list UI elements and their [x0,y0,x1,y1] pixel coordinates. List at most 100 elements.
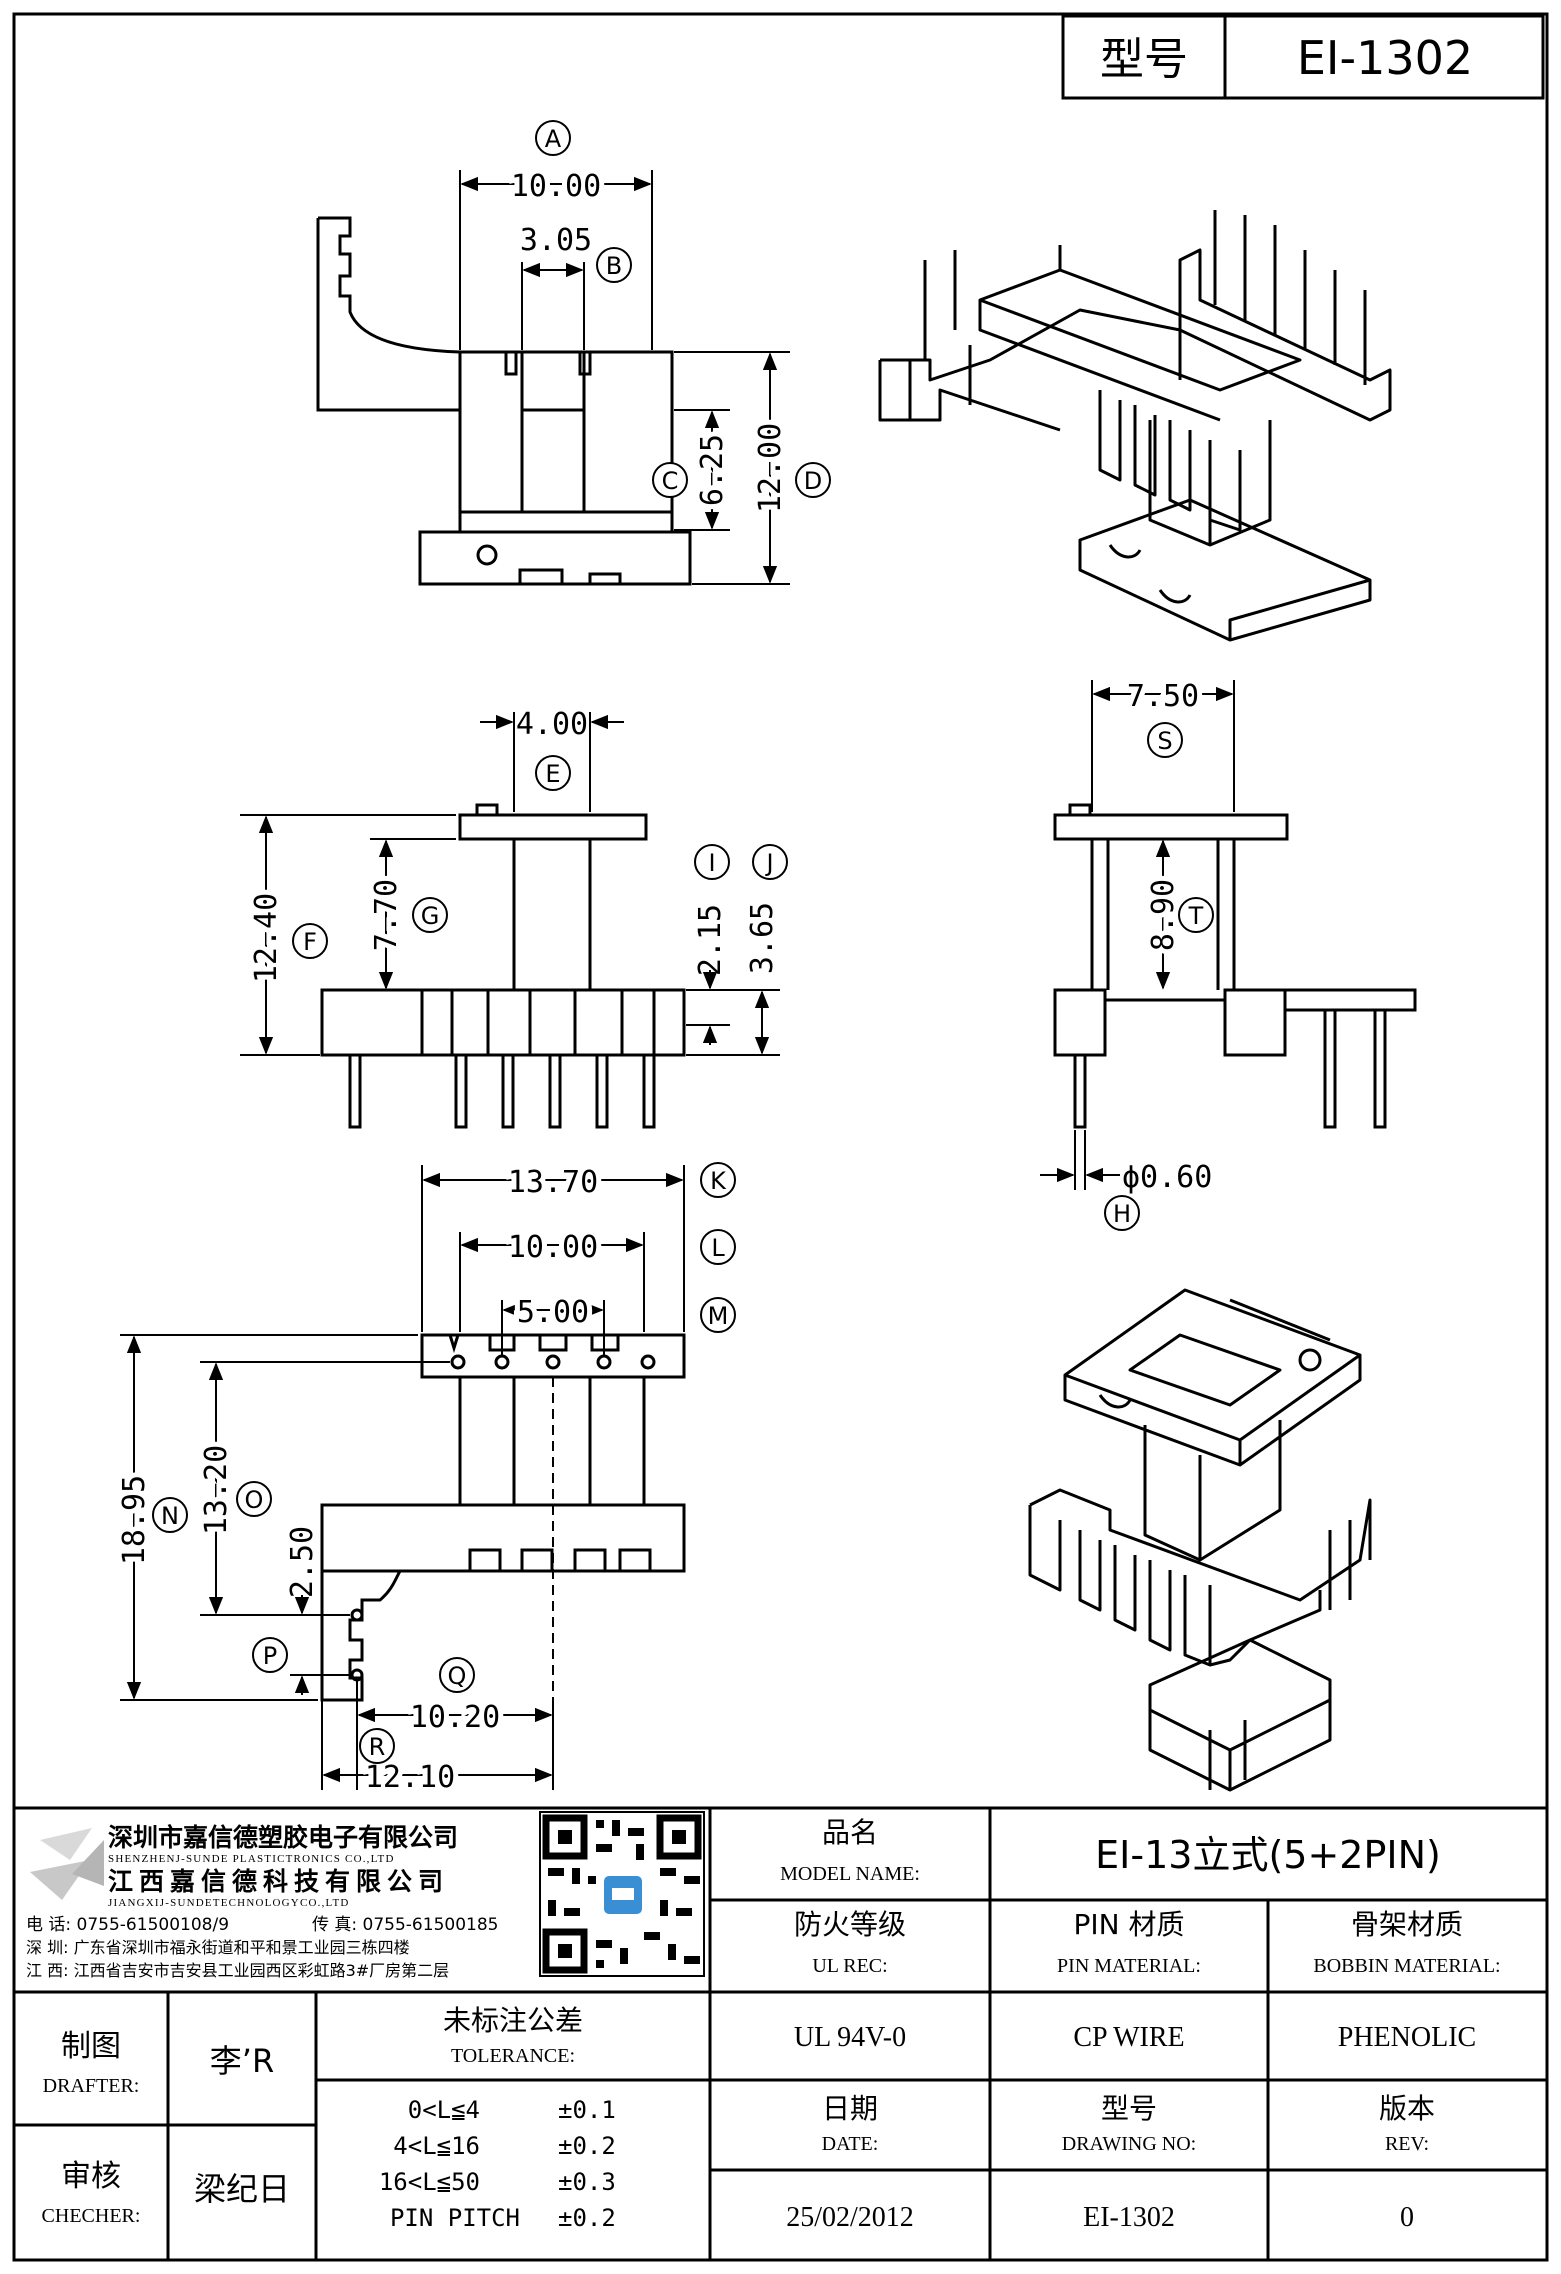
company-info: 深圳市嘉信德塑胶电子有限公司 SHENZHENJ-SUNDE PLASTICTR… [26,1811,705,1980]
company-name-jx-en: JIANGXIJ-SUNDETECHNOLOGYCO.,LTD [108,1897,350,1909]
dim-K-value: 13.70 [508,1165,598,1200]
svg-text:H: H [1113,1200,1131,1228]
company-address-sz: 深 圳: 广东省深圳市福永街道和平和景工业园三栋四楼 [26,1938,410,1957]
dim-G-value: 7.70 [369,879,404,951]
dim-D-value: 12.00 [753,423,788,513]
svg-text:Q: Q [448,1662,467,1690]
dim-T-value: 8.90 [1146,879,1181,951]
dim-F-value: 12.40 [249,893,284,983]
label-G: G [412,897,448,933]
company-address-jx: 江 西: 江西省吉安市吉安县工业园西区彩虹路3#厂房第二层 [26,1961,449,1980]
end-view [1053,803,1417,1129]
dim-Q-value: 10.20 [410,1700,500,1735]
drawing-no-label-cn: 型号 [1101,2092,1157,2125]
iso-view-top [878,210,1392,642]
label-C: C [652,462,688,498]
dim-C-value: 6.25 [695,434,730,506]
checker-label-cn: 审核 [61,2159,121,2194]
front-view [316,216,692,586]
drafter-value: 李’R [210,2042,274,2080]
label-A: A [535,120,571,156]
svg-text:D: D [804,467,822,495]
pin-material-label-en: PIN MATERIAL: [1057,1955,1201,1977]
dim-N-value: 18.95 [117,1475,152,1565]
checker-label-en: CHECHER: [42,2205,141,2227]
svg-text:F: F [303,928,317,956]
tolerance-range: 16<L≦50 [379,2168,480,2196]
outer-frame [12,12,1549,2262]
dim-S-value: 7.50 [1127,679,1199,714]
drafter-label-en: DRAFTER: [43,2075,140,2097]
iso-view-bottom [1028,1288,1372,1792]
checker-value: 梁纪日 [194,2170,290,2208]
tolerance-value: ±0.1 [558,2096,616,2124]
label-F: F [292,923,328,959]
svg-text:J: J [764,849,773,877]
dim-I-value: 2.15 [693,904,728,976]
label-P: P [252,1637,288,1673]
date-label-cn: 日期 [822,2092,878,2125]
dim-E-value: 4.00 [516,707,588,742]
rev-label-en: REV: [1385,2133,1429,2155]
drafter-label-cn: 制图 [61,2029,121,2064]
side-view [320,803,686,1129]
model-name-label-cn: 品名 [822,1816,878,1849]
qr-code [539,1811,705,1977]
dim-M-value: 5.00 [517,1295,589,1330]
tolerance-range: PIN PITCH [390,2204,520,2232]
tolerance-range: 0<L≦4 [408,2096,480,2124]
pin-material-label-cn: PIN 材质 [1074,1908,1185,1941]
date-label-en: DATE: [822,2133,879,2155]
company-logo [30,1828,104,1900]
bobbin-material-label-cn: 骨架材质 [1351,1908,1463,1941]
tolerance-value: ±0.2 [558,2204,616,2232]
title-block-texts: 品名 MODEL NAME: EI-13立式(5+2PIN) 防火等级 UL R… [42,1816,1501,2233]
label-E: E [535,755,571,791]
label-O: O [236,1481,272,1517]
company-name-sz: 深圳市嘉信德塑胶电子有限公司 [108,1823,458,1852]
svg-text:L: L [711,1234,725,1262]
company-phone: 电 话: 0755-61500108/9 [26,1915,229,1935]
dim-O-value: 13.20 [199,1445,234,1535]
front-view-dims [459,170,790,585]
label-D: D [795,462,831,498]
company-fax: 传 真: 0755-61500185 [312,1915,498,1935]
dim-L-value: 10.00 [508,1230,598,1265]
svg-text:B: B [606,252,622,280]
svg-text:A: A [545,125,562,153]
tolerance-value: ±0.2 [558,2132,616,2160]
dim-B-value: 3.05 [520,223,592,258]
label-M: M [700,1297,736,1333]
label-N: N [152,1497,188,1533]
end-view-dims [1040,680,1235,1190]
dim-A-value: 10.00 [511,169,601,204]
top-view-dims [120,1165,685,1790]
ul-value: UL 94V-0 [794,2022,906,2053]
label-I: I [694,844,730,880]
dimension-values: 10.00 3.05 6.25 12.00 4.00 12.40 7.70 2.… [112,164,1212,1800]
svg-text:R: R [369,1733,386,1761]
svg-text:M: M [708,1302,729,1330]
dim-H-value: ϕ0.60 [1122,1160,1212,1195]
svg-text:G: G [421,902,440,930]
tolerance-range: 4<L≦16 [393,2132,480,2160]
drawing-no-label-en: DRAWING NO: [1062,2133,1197,2155]
company-name-jx: 江西嘉信德科技有限公司 [108,1867,449,1896]
title-block [14,1806,1547,2260]
ul-label-cn: 防火等级 [794,1908,906,1941]
model-name-value: EI-13立式(5+2PIN) [1095,1833,1441,1877]
label-J: J [752,844,788,880]
label-S: S [1147,722,1183,758]
pin-material-value: CP WIRE [1073,2022,1184,2053]
bobbin-material-label-en: BOBBIN MATERIAL: [1313,1955,1500,1977]
tolerance-table: 0<L≦4 ±0.1 4<L≦16 ±0.2 16<L≦50 ±0.3 PIN … [379,2096,616,2232]
svg-text:C: C [662,467,679,495]
svg-text:K: K [710,1167,727,1195]
svg-text:T: T [1188,902,1204,930]
svg-text:S: S [1157,727,1172,755]
date-value: 25/02/2012 [786,2202,914,2233]
dim-P-value: 2.50 [285,1526,320,1598]
svg-text:I: I [708,849,715,877]
top-view [320,1333,686,1702]
